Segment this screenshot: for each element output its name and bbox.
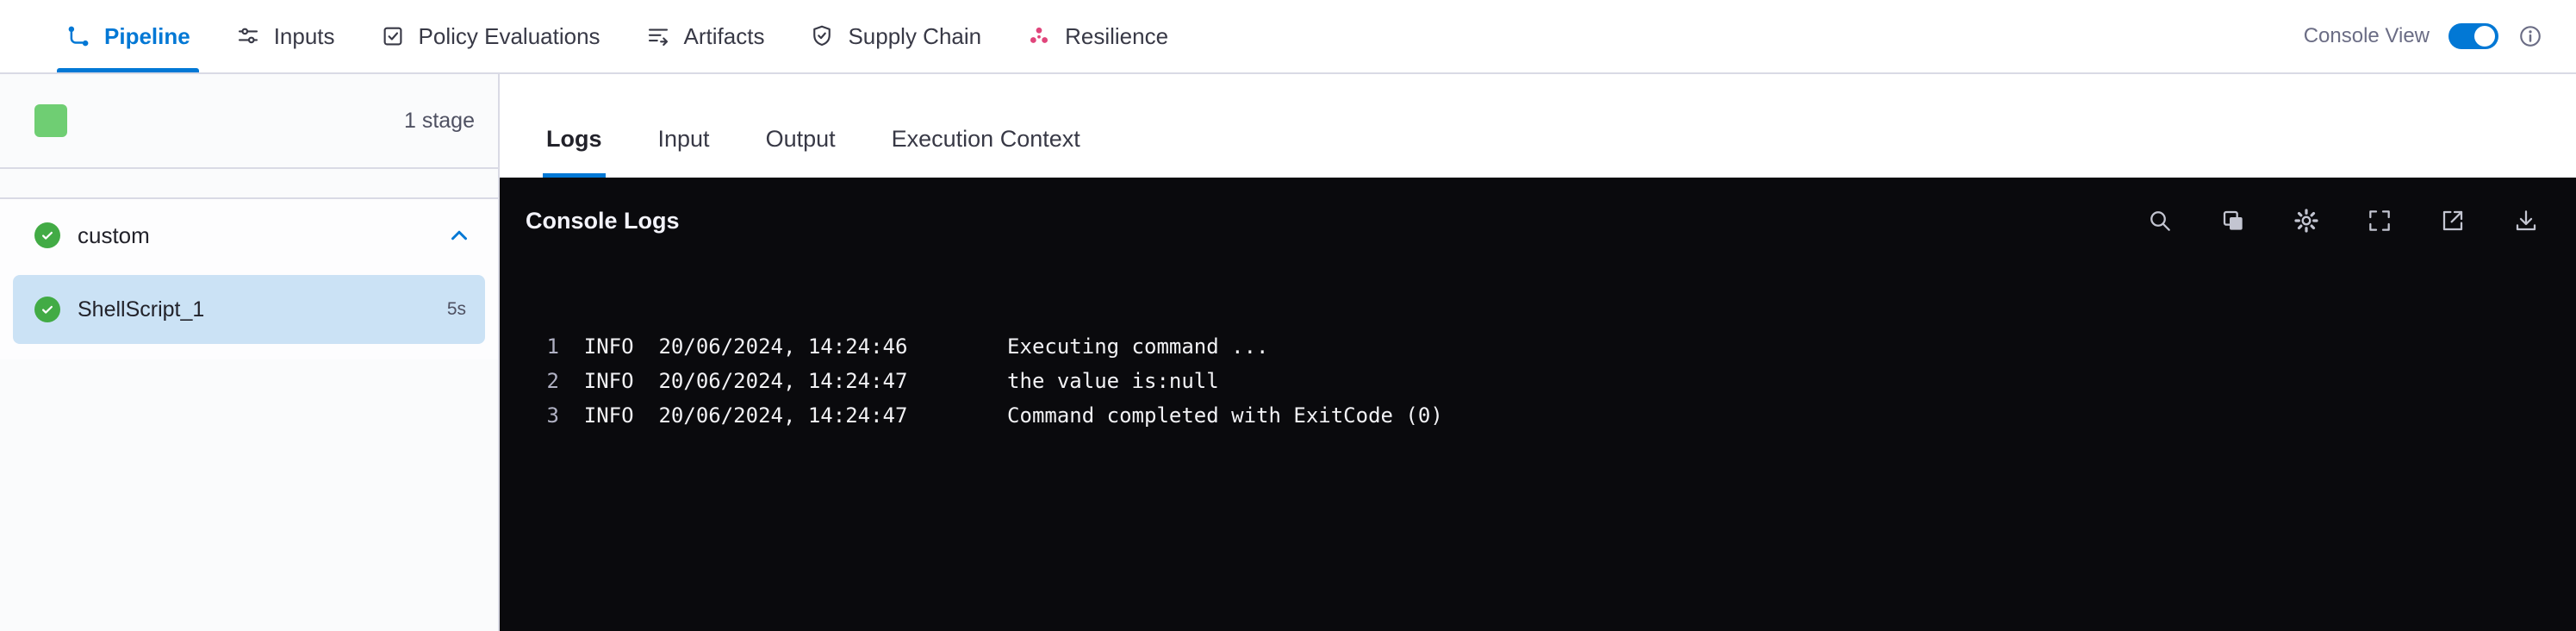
nav-tab-label: Pipeline — [104, 22, 190, 49]
resilience-icon — [1026, 23, 1052, 49]
copy-icon[interactable] — [2219, 207, 2247, 234]
log-line-number: 1 — [546, 334, 559, 359]
nav-tab-label: Supply Chain — [848, 22, 982, 49]
chevron-up-icon[interactable] — [446, 222, 472, 248]
log-line-number: 3 — [546, 403, 559, 428]
step-duration: 5s — [446, 299, 466, 319]
console-header: Console Logs — [500, 178, 2576, 264]
console-title: Console Logs — [526, 207, 680, 234]
artifacts-icon — [645, 23, 671, 49]
sidebar-header: 1 stage — [0, 74, 498, 169]
log-line-number: 2 — [546, 369, 559, 393]
nav-tab-resilience[interactable]: Resilience — [1026, 0, 1168, 72]
step-shellscript-1[interactable]: ShellScript_1 5s — [13, 275, 485, 344]
top-navigation: Pipeline Inputs Policy Evaluations — [0, 0, 2576, 74]
log-level: INFO — [583, 369, 634, 393]
log-message: the value is:null — [1007, 369, 1219, 393]
success-check-icon — [34, 222, 60, 248]
tab-input[interactable]: Input — [657, 126, 710, 152]
console-view-toggle[interactable] — [2448, 23, 2498, 49]
success-check-icon — [34, 297, 60, 322]
inputs-icon — [235, 23, 261, 49]
tab-execution-context[interactable]: Execution Context — [891, 126, 1080, 152]
nav-tab-label: Inputs — [273, 22, 335, 49]
search-icon[interactable] — [2146, 207, 2174, 234]
log-line: 3 INFO 20/06/2024, 14:24:47 Command complet… — [534, 398, 2550, 433]
log-timestamp: 20/06/2024, 14:24:47 — [658, 403, 908, 428]
nav-tab-inputs[interactable]: Inputs — [235, 0, 335, 72]
main-panel: Logs Input Output Execution Context Cons… — [500, 74, 2576, 631]
fullscreen-icon[interactable] — [2366, 207, 2393, 234]
settings-icon[interactable] — [2293, 207, 2320, 234]
nav-right-controls: Console View — [2304, 23, 2543, 49]
console-toolbar — [2146, 207, 2540, 234]
download-icon[interactable] — [2512, 207, 2540, 234]
nav-tab-pipeline[interactable]: Pipeline — [57, 0, 199, 72]
step-label: ShellScript_1 — [78, 297, 205, 322]
pipeline-icon — [65, 23, 91, 49]
log-level: INFO — [583, 403, 634, 428]
content-area: 1 stage custom — [0, 74, 2576, 631]
log-message: Command completed with ExitCode (0) — [1007, 403, 1443, 428]
log-message: Executing command ... — [1007, 334, 1269, 359]
stage-group-custom[interactable]: custom — [0, 199, 498, 272]
tab-output[interactable]: Output — [765, 126, 836, 152]
open-in-new-icon[interactable] — [2439, 207, 2467, 234]
nav-tab-label: Policy Evaluations — [418, 22, 600, 49]
log-timestamp: 20/06/2024, 14:24:46 — [658, 334, 908, 359]
nav-tab-policy-evaluations[interactable]: Policy Evaluations — [380, 0, 600, 72]
log-level: INFO — [583, 334, 634, 359]
stage-group-label: custom — [78, 222, 150, 248]
stage-count: 1 stage — [403, 108, 475, 133]
console-view-label: Console View — [2303, 24, 2430, 47]
info-icon[interactable] — [2517, 23, 2543, 49]
step-detail-tabs: Logs Input Output Execution Context — [500, 74, 2576, 178]
tab-logs[interactable]: Logs — [543, 126, 606, 178]
toggle-knob — [2474, 26, 2495, 47]
nav-tab-label: Artifacts — [683, 22, 765, 49]
log-timestamp: 20/06/2024, 14:24:47 — [658, 369, 908, 393]
log-line: 2 INFO 20/06/2024, 14:24:47 the value is:nu… — [534, 364, 2550, 398]
execution-sidebar: 1 stage custom — [0, 74, 500, 631]
green-stage-square[interactable] — [34, 104, 67, 137]
nav-tab-label: Resilience — [1065, 22, 1169, 49]
stage-group: custom ShellScript_1 5s — [0, 197, 498, 359]
nav-tab-supply-chain[interactable]: Supply Chain — [809, 0, 981, 72]
nav-tab-artifacts[interactable]: Artifacts — [645, 0, 765, 72]
policy-evaluations-icon — [380, 23, 406, 49]
supply-chain-icon — [809, 23, 835, 49]
log-line: 1 INFO 20/06/2024, 14:24:46 Executing comma… — [534, 329, 2550, 364]
console-logs-panel: Console Logs — [500, 178, 2576, 631]
